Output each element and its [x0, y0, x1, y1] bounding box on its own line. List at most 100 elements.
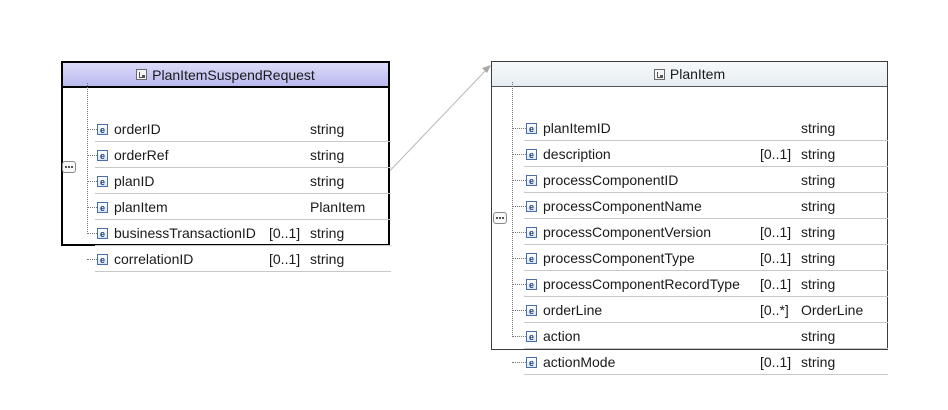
element-icon: e	[526, 200, 537, 212]
element-icon: e	[97, 175, 108, 187]
tree-connector-line	[512, 82, 513, 337]
row-separator	[524, 140, 888, 141]
element-type: string	[801, 328, 836, 344]
box-header[interactable]: PlanItemSuspendRequest	[63, 63, 388, 88]
sequence-icon[interactable]	[493, 212, 507, 224]
element-name: planItem	[114, 199, 168, 215]
row-separator	[524, 166, 888, 167]
row-separator	[524, 296, 888, 297]
tree-branch-line	[87, 233, 97, 234]
element-multiplicity: [0..1]	[269, 251, 301, 267]
tree-branch-line	[512, 180, 526, 181]
row-separator	[524, 218, 888, 219]
row-separator	[95, 193, 391, 194]
element-icon: e	[97, 123, 108, 135]
element-name: processComponentType	[543, 250, 695, 266]
tree-branch-line	[512, 336, 526, 337]
element-type: string	[801, 276, 836, 292]
element-multiplicity: [0..1]	[760, 250, 792, 266]
element-name: planID	[114, 173, 155, 189]
row-separator	[524, 192, 888, 193]
tree-branch-line	[87, 207, 97, 208]
element-multiplicity: [0..1]	[269, 225, 301, 241]
element-type: string	[310, 147, 345, 163]
element-name: action	[543, 328, 581, 344]
element-name: processComponentName	[543, 198, 702, 214]
element-type: string	[801, 198, 836, 214]
box-title: PlanItemSuspendRequest	[152, 66, 315, 83]
element-type: OrderLine	[801, 302, 864, 318]
row-separator	[95, 219, 391, 220]
box-header[interactable]: PlanItem	[492, 62, 887, 87]
element-type: string	[310, 225, 345, 241]
tree-branch-line	[87, 259, 97, 260]
row-separator	[524, 270, 888, 271]
element-name: processComponentVersion	[543, 224, 712, 240]
element-icon: e	[526, 330, 537, 342]
element-name: actionMode	[543, 354, 616, 370]
row-separator	[524, 348, 888, 349]
element-row[interactable]: e processComponentVersion [0..1] string	[512, 219, 888, 245]
box-title: PlanItem	[669, 66, 726, 82]
row-separator	[95, 271, 391, 272]
element-icon: e	[526, 122, 537, 134]
tree-branch-line	[512, 310, 526, 311]
element-type: string	[801, 224, 836, 240]
element-name: description	[543, 146, 611, 162]
element-icon: e	[526, 148, 537, 160]
element-multiplicity: [0..1]	[760, 354, 792, 370]
element-icon: e	[526, 278, 537, 290]
element-type: string	[801, 250, 836, 266]
element-icon: e	[526, 252, 537, 264]
element-row[interactable]: e processComponentName string	[512, 193, 888, 219]
row-separator	[524, 244, 888, 245]
row-separator	[95, 167, 391, 168]
element-multiplicity: [0..1]	[760, 146, 792, 162]
row-separator	[524, 322, 888, 323]
element-icon: e	[97, 201, 108, 213]
element-icon: e	[526, 304, 537, 316]
element-name: businessTransactionID	[114, 225, 256, 241]
element-icon: e	[526, 356, 537, 368]
element-icon: e	[526, 174, 537, 186]
element-type: string	[801, 354, 836, 370]
element-name: orderID	[114, 121, 161, 137]
element-type: string	[801, 120, 836, 136]
element-row[interactable]: e description [0..1] string	[512, 141, 888, 167]
tree-branch-line	[512, 154, 526, 155]
element-multiplicity: [0..1]	[760, 276, 792, 292]
tree-branch-line	[512, 128, 526, 129]
element-multiplicity: [0..1]	[760, 224, 792, 240]
element-type: string	[801, 172, 836, 188]
row-separator	[95, 245, 391, 246]
element-icon: e	[526, 226, 537, 238]
tree-branch-line	[87, 155, 97, 156]
tree-branch-line	[87, 181, 97, 182]
complex-type-icon	[136, 69, 148, 80]
sequence-icon[interactable]	[62, 161, 76, 173]
element-row[interactable]: e actionMode [0..1] string	[512, 349, 888, 375]
row-separator	[95, 141, 391, 142]
tree-branch-line	[512, 206, 526, 207]
tree-branch-line	[512, 258, 526, 259]
tree-branch-line	[512, 232, 526, 233]
element-row[interactable]: e processComponentType [0..1] string	[512, 245, 888, 271]
element-multiplicity: [0..*]	[760, 302, 789, 318]
element-icon: e	[97, 149, 108, 161]
element-type: string	[801, 146, 836, 162]
tree-branch-line	[512, 362, 526, 363]
